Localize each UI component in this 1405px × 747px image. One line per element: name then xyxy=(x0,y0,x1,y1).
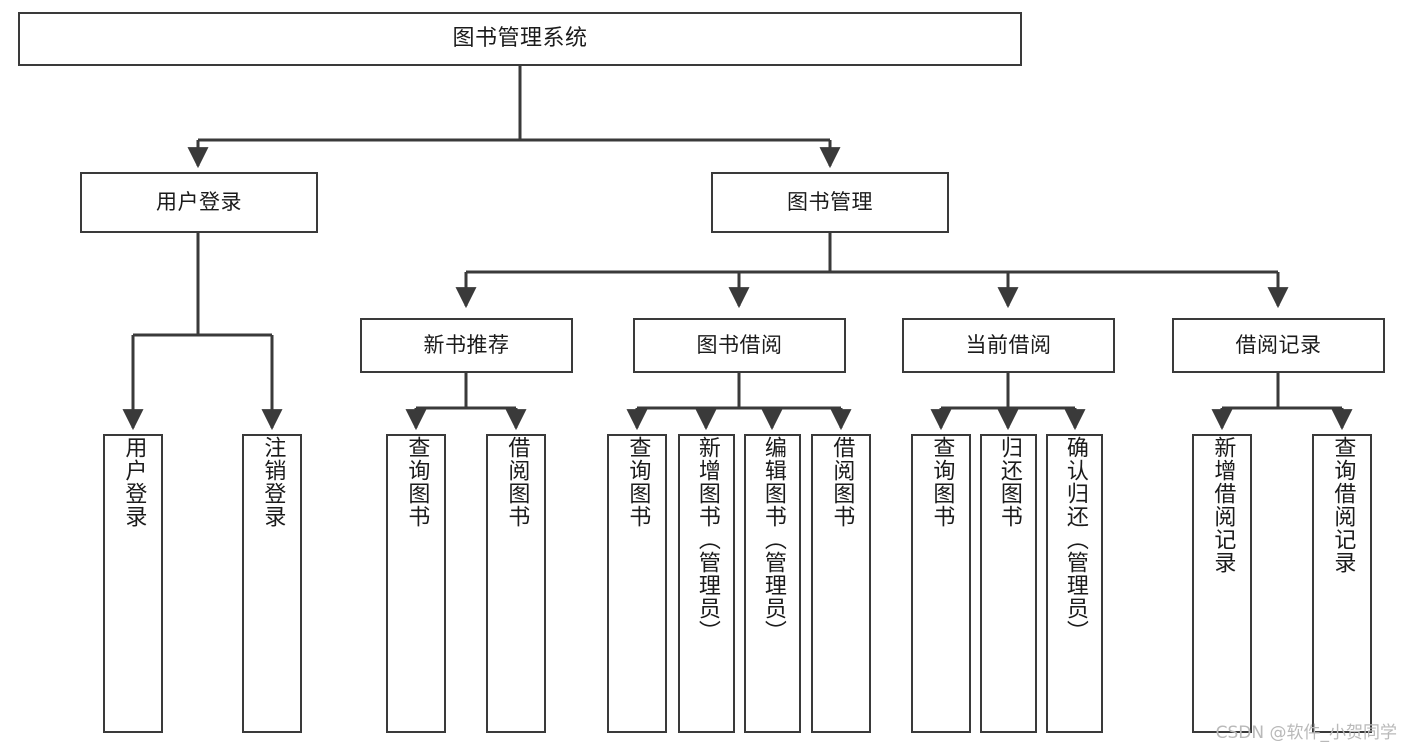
leaf-add-borrow-record[interactable]: 新增借阅记录 xyxy=(1192,434,1252,733)
node-label: 当前借阅 xyxy=(965,332,1052,357)
node-label: 借阅图书 xyxy=(504,436,530,528)
node-label: 确认归还（管理员） xyxy=(1062,436,1088,643)
node-label: 注销登录 xyxy=(260,436,286,528)
leaf-borrow-book[interactable]: 借阅图书 xyxy=(811,434,871,733)
node-label: 用户登录 xyxy=(156,189,242,214)
node-book-borrow[interactable]: 图书借阅 xyxy=(633,318,846,373)
node-label: 新书推荐 xyxy=(423,332,510,357)
leaf-query-book-current[interactable]: 查询图书 xyxy=(911,434,971,733)
node-label: 图书管理系统 xyxy=(452,25,588,51)
node-user-login[interactable]: 用户登录 xyxy=(80,172,318,233)
node-book-management[interactable]: 图书管理 xyxy=(711,172,949,233)
node-label: 图书管理 xyxy=(787,189,873,214)
node-current-borrow[interactable]: 当前借阅 xyxy=(902,318,1115,373)
leaf-add-book-admin[interactable]: 新增图书（管理员） xyxy=(678,434,735,733)
node-new-book-recommend[interactable]: 新书推荐 xyxy=(360,318,573,373)
node-label: 查询图书 xyxy=(404,436,430,528)
leaf-borrow-book-recommend[interactable]: 借阅图书 xyxy=(486,434,546,733)
csdn-watermark: CSDN @软件_小贺同学 xyxy=(1215,723,1397,743)
leaf-query-book-borrow[interactable]: 查询图书 xyxy=(607,434,667,733)
leaf-query-book-recommend[interactable]: 查询图书 xyxy=(386,434,446,733)
node-root-book-management-system[interactable]: 图书管理系统 xyxy=(18,12,1022,66)
node-label: 新增图书（管理员） xyxy=(694,436,720,643)
node-label: 图书借阅 xyxy=(696,332,783,357)
leaf-edit-book-admin[interactable]: 编辑图书（管理员） xyxy=(744,434,801,733)
node-borrow-record[interactable]: 借阅记录 xyxy=(1172,318,1385,373)
node-label: 新增借阅记录 xyxy=(1210,436,1236,574)
node-label: 编辑图书（管理员） xyxy=(760,436,786,643)
node-label: 查询图书 xyxy=(625,436,651,528)
node-label: 查询借阅记录 xyxy=(1330,436,1356,574)
leaf-user-login[interactable]: 用户登录 xyxy=(103,434,163,733)
node-label: 查询图书 xyxy=(929,436,955,528)
leaf-return-book[interactable]: 归还图书 xyxy=(980,434,1037,733)
leaf-confirm-return-admin[interactable]: 确认归还（管理员） xyxy=(1046,434,1103,733)
leaf-query-borrow-record[interactable]: 查询借阅记录 xyxy=(1312,434,1372,733)
node-label: 归还图书 xyxy=(996,436,1022,528)
node-label: 借阅记录 xyxy=(1235,332,1322,357)
node-label: 借阅图书 xyxy=(829,436,855,528)
node-label: 用户登录 xyxy=(121,436,147,528)
leaf-logout[interactable]: 注销登录 xyxy=(242,434,302,733)
